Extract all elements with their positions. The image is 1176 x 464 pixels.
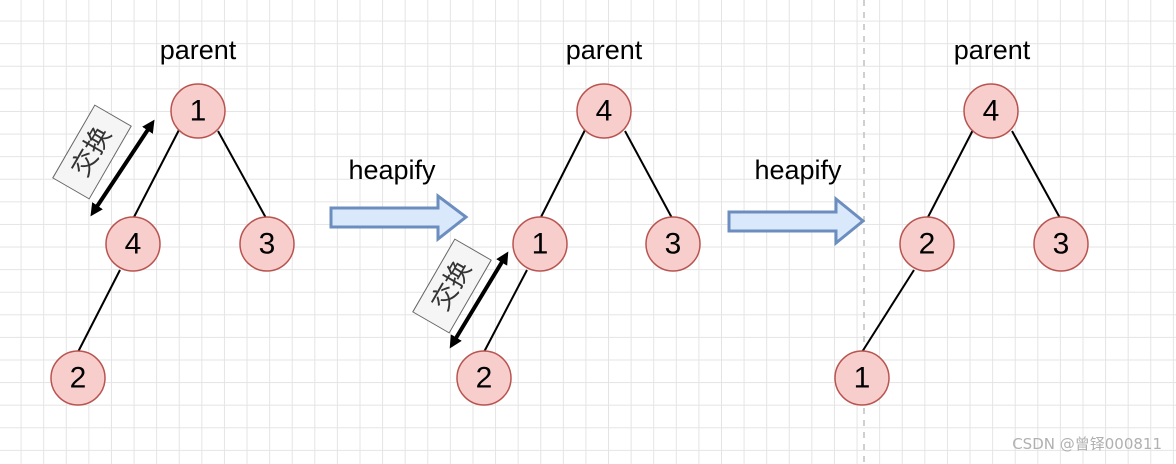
heap-node-left [105,216,161,272]
stage-3: parent 4 2 3 1 [834,35,1089,406]
heap-node-left-value: 2 [919,228,936,261]
heap-node-leaf [456,350,512,406]
heap-node-left-value: 4 [125,228,142,261]
heap-node-right-value: 3 [1053,228,1070,261]
heap-node-top [170,83,226,139]
swap-label-box: 交换 [412,238,492,334]
edge [926,127,975,220]
parent-label: parent [954,35,1031,65]
stage-1: parent 交换 1 4 3 2 [50,35,295,406]
heap-node-leaf-value: 2 [70,362,87,395]
heap-node-top-value: 1 [190,95,207,128]
heap-node-left-value: 1 [532,228,549,261]
heap-node-right [645,216,701,272]
heap-node-top-value: 4 [596,95,613,128]
heap-node-right [239,216,295,272]
transition-1: heapify [329,155,469,243]
edge [861,269,915,353]
edge [217,130,267,219]
edge [539,127,587,220]
swap-arrow [449,251,509,349]
swap-box [412,238,492,334]
heap-node-top [963,83,1019,139]
swap-box [52,104,132,200]
heap-node-top [576,83,632,139]
transition-2: heapify [727,155,866,247]
parent-label: parent [566,35,643,65]
swap-arrow [90,119,155,217]
heap-node-right [1033,216,1089,272]
heapify-arrow [727,195,866,247]
heap-node-leaf [50,350,106,406]
heapify-label: heapify [754,155,842,185]
heap-node-top-value: 4 [983,95,1000,128]
heap-node-leaf [834,350,890,406]
heap-node-left [899,216,955,272]
heapify-arrow [329,193,469,243]
edge [1011,130,1061,219]
heap-node-left [512,216,568,272]
swap-label-box: 交换 [52,104,132,200]
heap-node-leaf-value: 2 [476,362,493,395]
heap-node-right-value: 3 [259,228,276,261]
parent-label: parent [160,35,237,65]
edge [77,269,121,353]
watermark: CSDN @曾铎000811 [1012,435,1162,453]
heapify-label: heapify [348,155,436,185]
heap-node-leaf-value: 1 [854,362,871,395]
stage-2: parent 交换 4 1 3 2 [412,35,701,406]
edge [624,130,673,219]
heap-node-right-value: 3 [665,228,682,261]
